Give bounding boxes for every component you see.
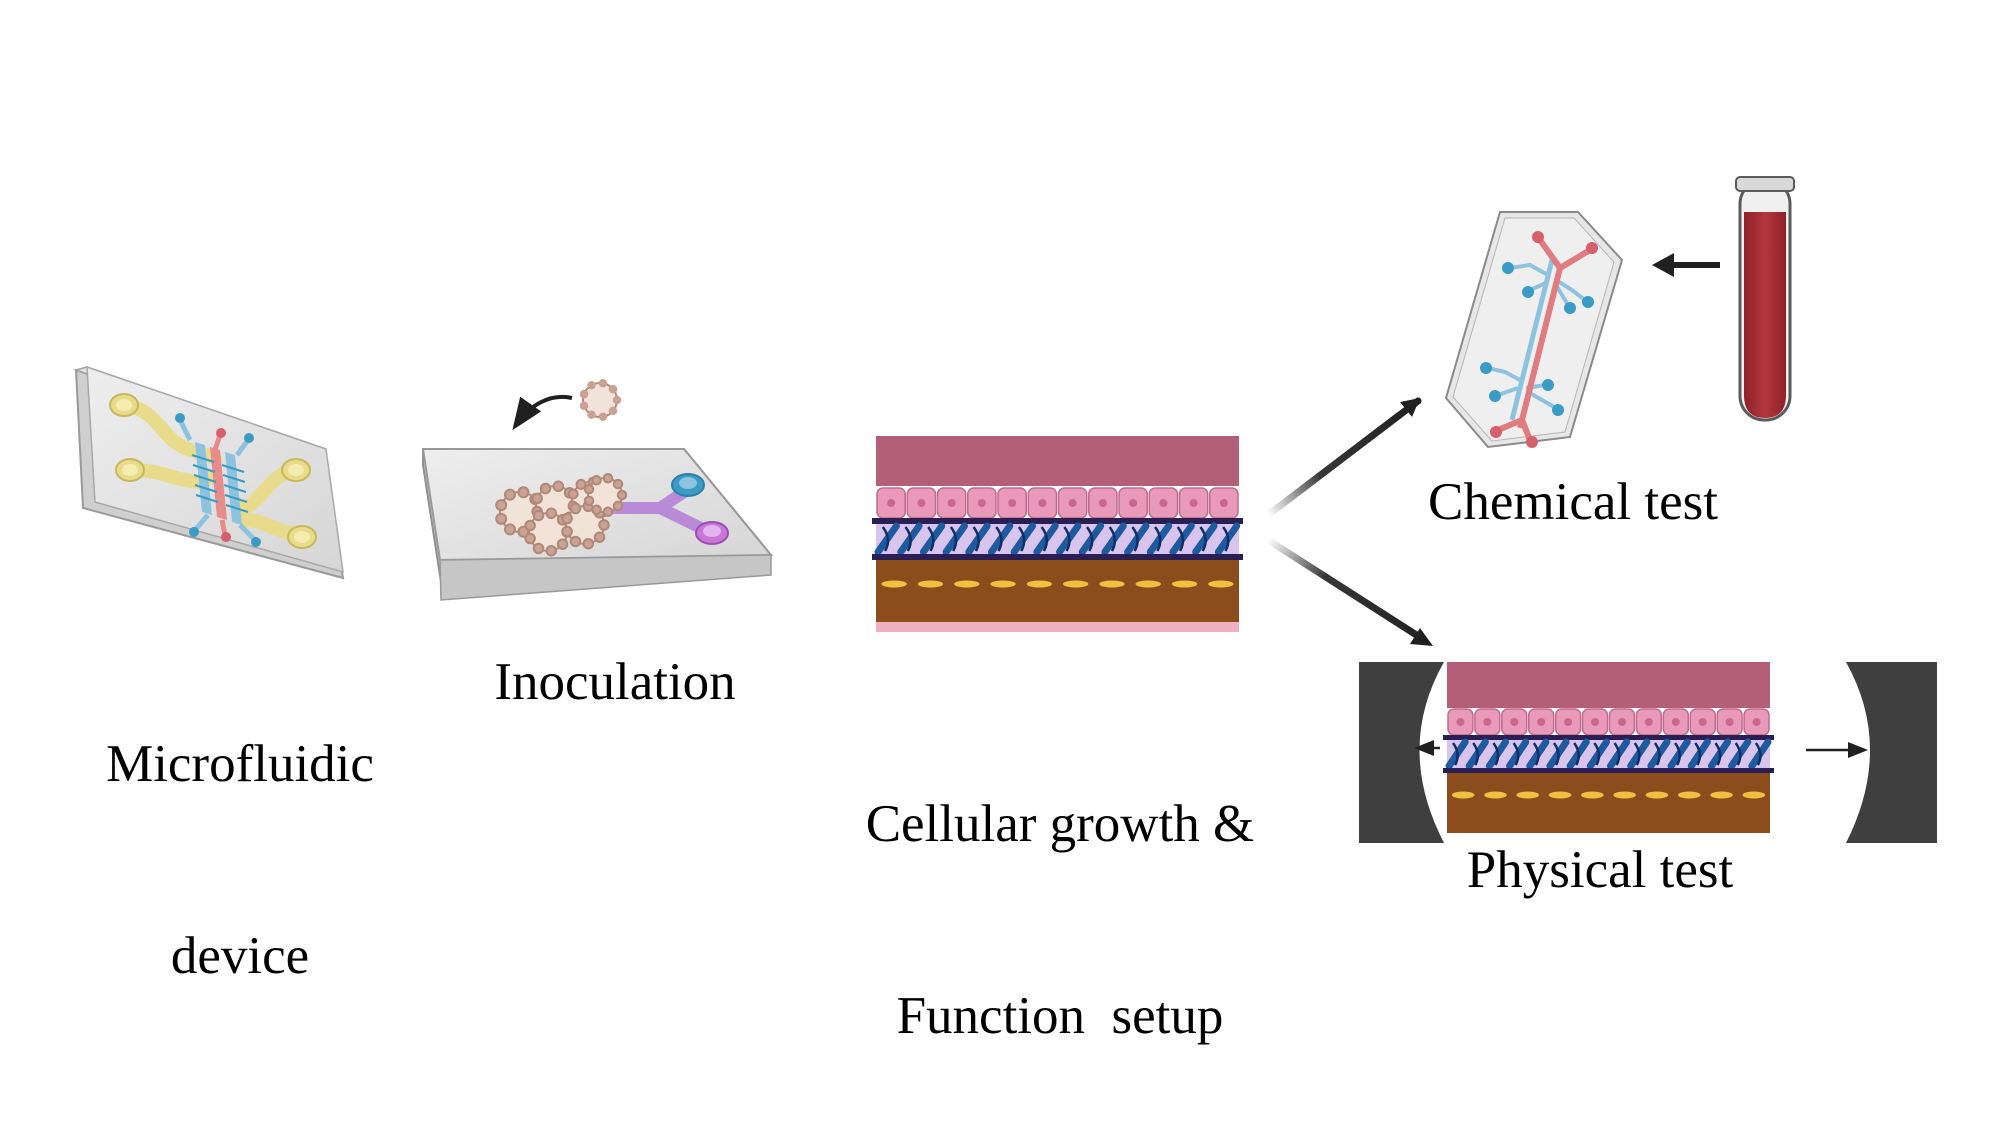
label-cellular-growth: Cellular growth & Function setup bbox=[820, 664, 1300, 1143]
label-cellular-line1: Cellular growth & bbox=[865, 795, 1255, 853]
label-microfluidic-line2: device bbox=[170, 927, 310, 985]
tissue-layers-stretched-icon bbox=[1443, 662, 1774, 833]
arrow-to-physical bbox=[1264, 536, 1422, 640]
stretch-clamp-icon bbox=[1359, 662, 1937, 843]
label-physical-test: Physical test bbox=[1466, 841, 1734, 899]
organ-chip-icon bbox=[1444, 211, 1624, 449]
label-inoculation: Inoculation bbox=[494, 653, 736, 711]
inoculation-chip-icon bbox=[421, 394, 774, 601]
tissue-layers-icon bbox=[872, 436, 1243, 632]
microfluidic-chip-icon bbox=[73, 365, 345, 580]
label-microfluidic-line1: Microfluidic bbox=[106, 735, 374, 793]
label-microfluidic: Microfluidic device bbox=[40, 604, 440, 1116]
arrow-to-chemical bbox=[1264, 397, 1422, 519]
blood-tube-icon bbox=[1735, 176, 1795, 422]
label-cellular-line2: Function setup bbox=[896, 987, 1224, 1045]
cell-spheroid-icon bbox=[579, 379, 622, 421]
label-chemical-test: Chemical test bbox=[1428, 473, 1718, 531]
